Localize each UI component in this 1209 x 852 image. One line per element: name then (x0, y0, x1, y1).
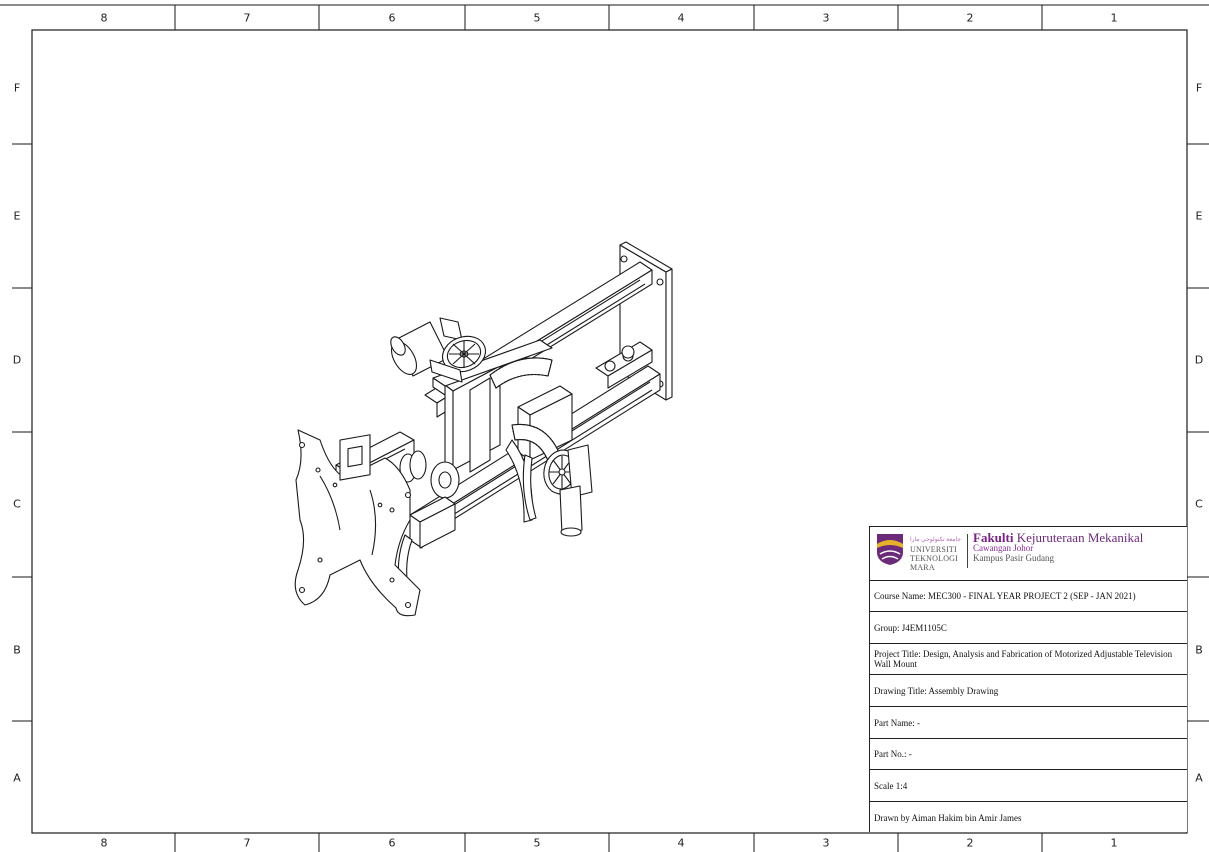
col-label-3-bottom: 3 (822, 836, 830, 850)
row-label-e: E (13, 209, 21, 223)
col-label-7: 7 (243, 11, 251, 25)
faculty-campus: Kampus Pasir Gudang (973, 553, 1054, 563)
slider-block (595, 341, 653, 389)
lower-motor (559, 444, 593, 537)
col-label-2: 2 (966, 11, 974, 25)
part-name-row: Part Name: - (870, 707, 1187, 739)
drawing-scale: Scale 1:4 (874, 780, 908, 791)
uitm-line1: UNIVERSITI (910, 545, 957, 554)
uitm-logo (877, 534, 903, 565)
col-label-6-bottom: 6 (388, 836, 396, 850)
logo-divider (967, 534, 968, 568)
row-label-a-right: A (1195, 771, 1203, 785)
col-label-5: 5 (533, 11, 541, 25)
faculty-name-block: Fakulti Kejuruteraan Mekanikal Cawangan … (973, 530, 1144, 563)
upper-hand-wheel (429, 335, 487, 383)
title-block: ﺟﺎﻣﻌﺔ ﺗﻜﻨﻮﻟﻮﺟﻲ ﻣﺎرا UNIVERSITI TEKNOLOGI… (869, 526, 1187, 832)
part-name: Part Name: - (874, 717, 920, 728)
row-label-b-right: B (1195, 643, 1203, 657)
col-label-1-bottom: 1 (1110, 836, 1118, 850)
central-column (432, 339, 553, 473)
col-label-3: 3 (822, 11, 830, 25)
row-label-b: B (13, 643, 21, 657)
lower-hand-wheel (543, 449, 581, 495)
row-label-a: A (13, 771, 21, 785)
col-label-6: 6 (388, 11, 396, 25)
col-label-4: 4 (677, 11, 685, 25)
drawn-by: Drawn by Aiman Hakim bin Amir James (874, 812, 1022, 823)
col-label-5-bottom: 5 (533, 836, 541, 850)
col-label-1: 1 (1110, 11, 1118, 25)
row-label-c: C (13, 497, 21, 511)
uitm-line3: MARA (910, 563, 935, 572)
vesa-plate (294, 429, 421, 617)
drawing-title: Drawing Title: Assembly Drawing (874, 685, 999, 696)
row-label-c-right: C (1195, 497, 1203, 511)
row-label-d: D (12, 353, 22, 367)
col-label-4-bottom: 4 (677, 836, 685, 850)
row-label-f-right: F (1195, 81, 1203, 95)
project-title: Project Title: Design, Analysis and Fabr… (874, 649, 1173, 669)
drawn-by-row: Drawn by Aiman Hakim bin Amir James (870, 802, 1187, 833)
group-code: Group: J4EM1105C (874, 622, 947, 633)
course-row: Course Name: MEC300 - FINAL YEAR PROJECT… (870, 581, 1187, 612)
row-label-d-right: D (1194, 353, 1204, 367)
title-block-header: ﺟﺎﻣﻌﺔ ﺗﻜﻨﻮﻟﻮﺟﻲ ﻣﺎرا UNIVERSITI TEKNOLOGI… (870, 527, 1187, 581)
col-label-8: 8 (100, 11, 108, 25)
course-name: Course Name: MEC300 - FINAL YEAR PROJECT… (874, 591, 1136, 601)
row-label-f: F (13, 81, 21, 95)
col-label-8-bottom: 8 (100, 836, 108, 850)
faculty-branch: Cawangan Johor (973, 543, 1034, 553)
part-number: Part No.: - (874, 749, 912, 759)
rail-end-block (409, 496, 456, 549)
drawing-title-row: Drawing Title: Assembly Drawing (870, 675, 1187, 707)
faculty-name-rest: Kejuruteraan Mekanikal (1013, 530, 1144, 545)
col-label-7-bottom: 7 (243, 836, 251, 850)
bearings (399, 450, 460, 499)
uitm-jawi-text: ﺟﺎﻣﻌﺔ ﺗﻜﻨﻮﻟﻮﺟﻲ ﻣﺎرا (910, 537, 961, 543)
col-label-2-bottom: 2 (966, 836, 974, 850)
faculty-name-bold: Fakulti (973, 530, 1014, 545)
scale-row: Scale 1:4 (870, 770, 1187, 802)
uitm-wordmark: ﺟﺎﻣﻌﺔ ﺗﻜﻨﻮﻟﻮﺟﻲ ﻣﺎرا UNIVERSITI TEKNOLOGI… (910, 534, 961, 572)
upper-gear-sector (489, 357, 553, 389)
uitm-line2: TEKNOLOGI (910, 554, 959, 563)
project-title-row: Project Title: Design, Analysis and Fabr… (870, 644, 1187, 675)
group-row: Group: J4EM1105C (870, 612, 1187, 644)
part-no-row: Part No.: - (870, 739, 1187, 770)
row-label-e-right: E (1195, 209, 1203, 223)
